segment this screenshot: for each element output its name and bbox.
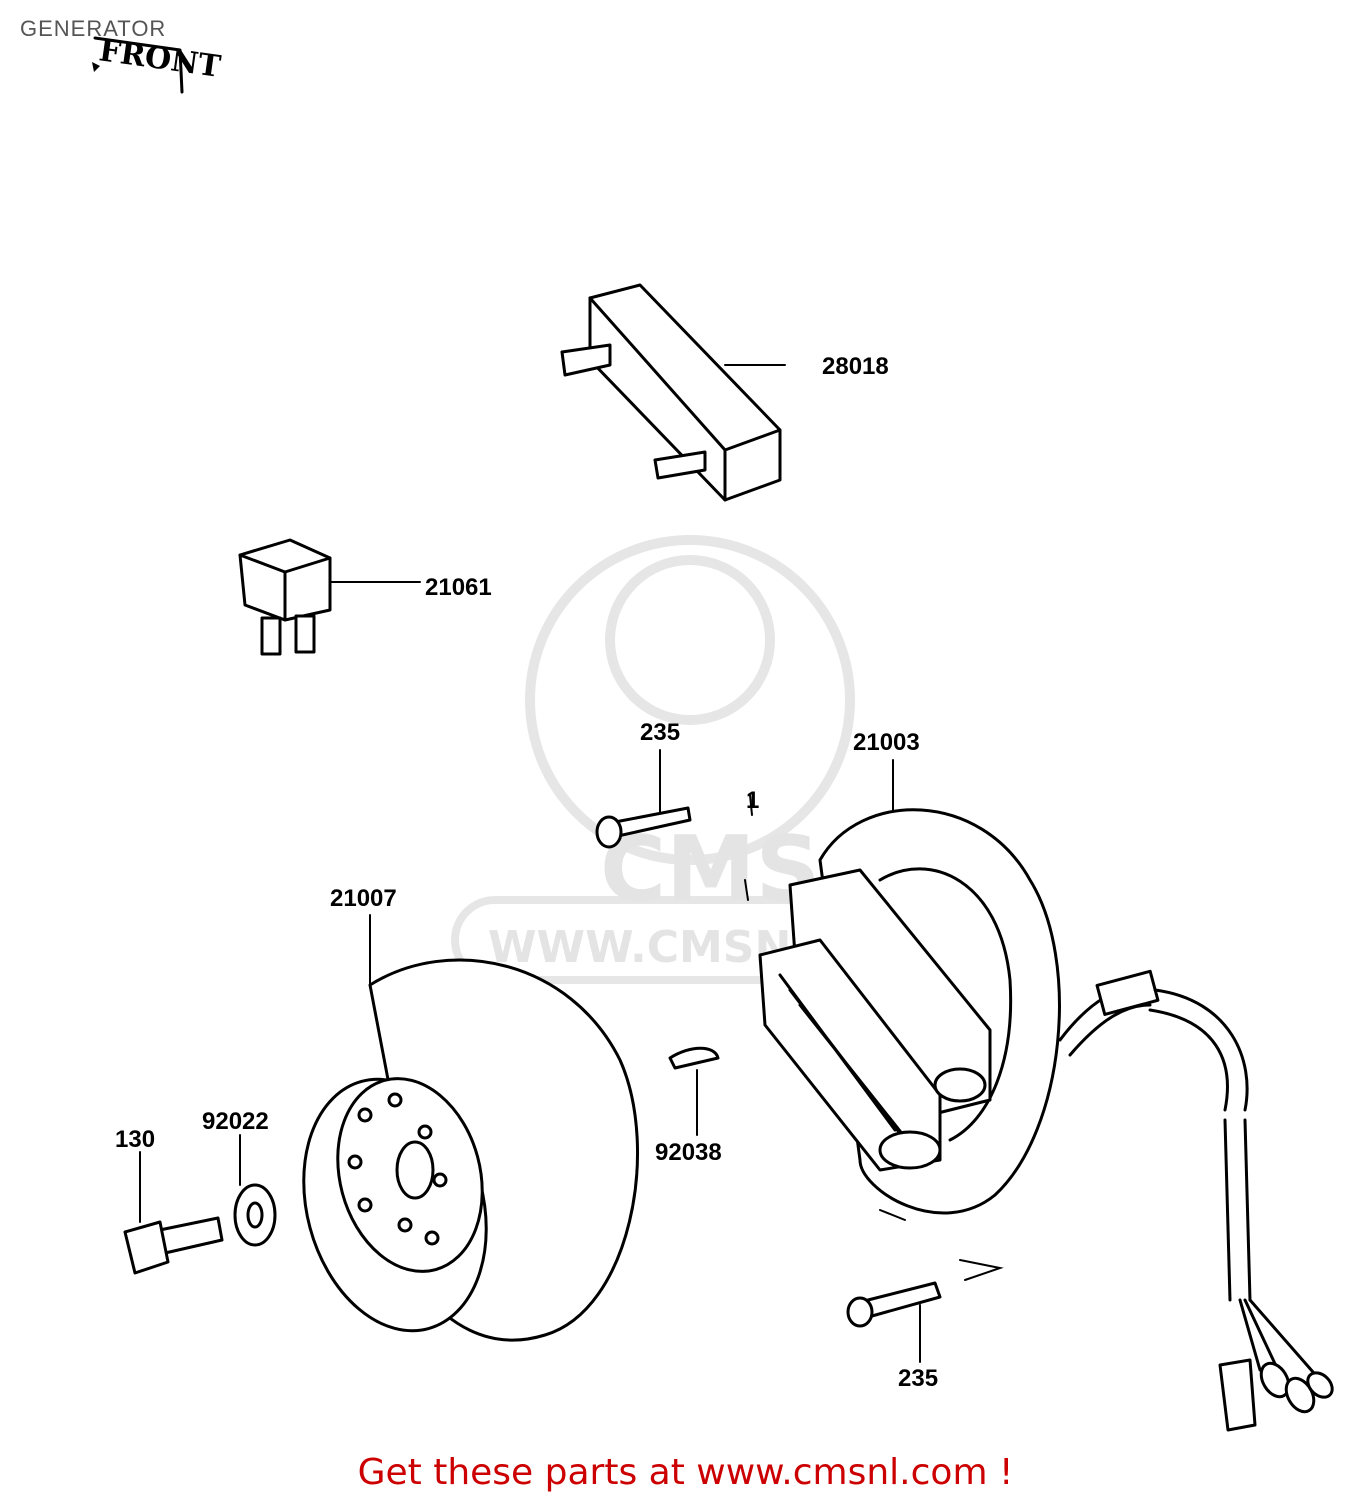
label-92022: 92022 <box>202 1108 269 1135</box>
part-21003-stator <box>758 759 1334 1432</box>
label-235-top: 235 <box>640 719 680 746</box>
label-21007: 21007 <box>330 885 397 912</box>
page-title: GENERATOR <box>20 16 167 41</box>
part-130-bolt <box>123 1151 224 1275</box>
footer-cta-link[interactable]: Get these parts at www.cmsnl.com ! <box>357 1452 1014 1493</box>
part-21007-flywheel <box>302 914 639 1342</box>
part-235-screw-bottom <box>846 1281 942 1363</box>
label-130: 130 <box>115 1126 155 1153</box>
part-21061-relay <box>238 538 421 656</box>
label-92038: 92038 <box>655 1139 722 1166</box>
label-21003: 21003 <box>853 729 920 756</box>
front-marker-text: FRONT <box>97 33 223 85</box>
part-92022-washer <box>233 1134 277 1247</box>
label-235-bottom: 235 <box>898 1365 938 1392</box>
front-marker: FRONT <box>92 33 223 94</box>
part-92038-woodruff-key <box>668 1046 720 1136</box>
label-1: 1 <box>746 787 759 814</box>
label-21061: 21061 <box>425 574 492 601</box>
watermark-brand: CMS <box>600 817 820 922</box>
part-235-screw-top <box>595 749 753 901</box>
label-28018: 28018 <box>822 353 889 380</box>
part-28018-resistor <box>560 283 786 502</box>
exploded-parts-diagram: CMS WWW.CMSNL.COM FRONT <box>92 33 1334 1432</box>
